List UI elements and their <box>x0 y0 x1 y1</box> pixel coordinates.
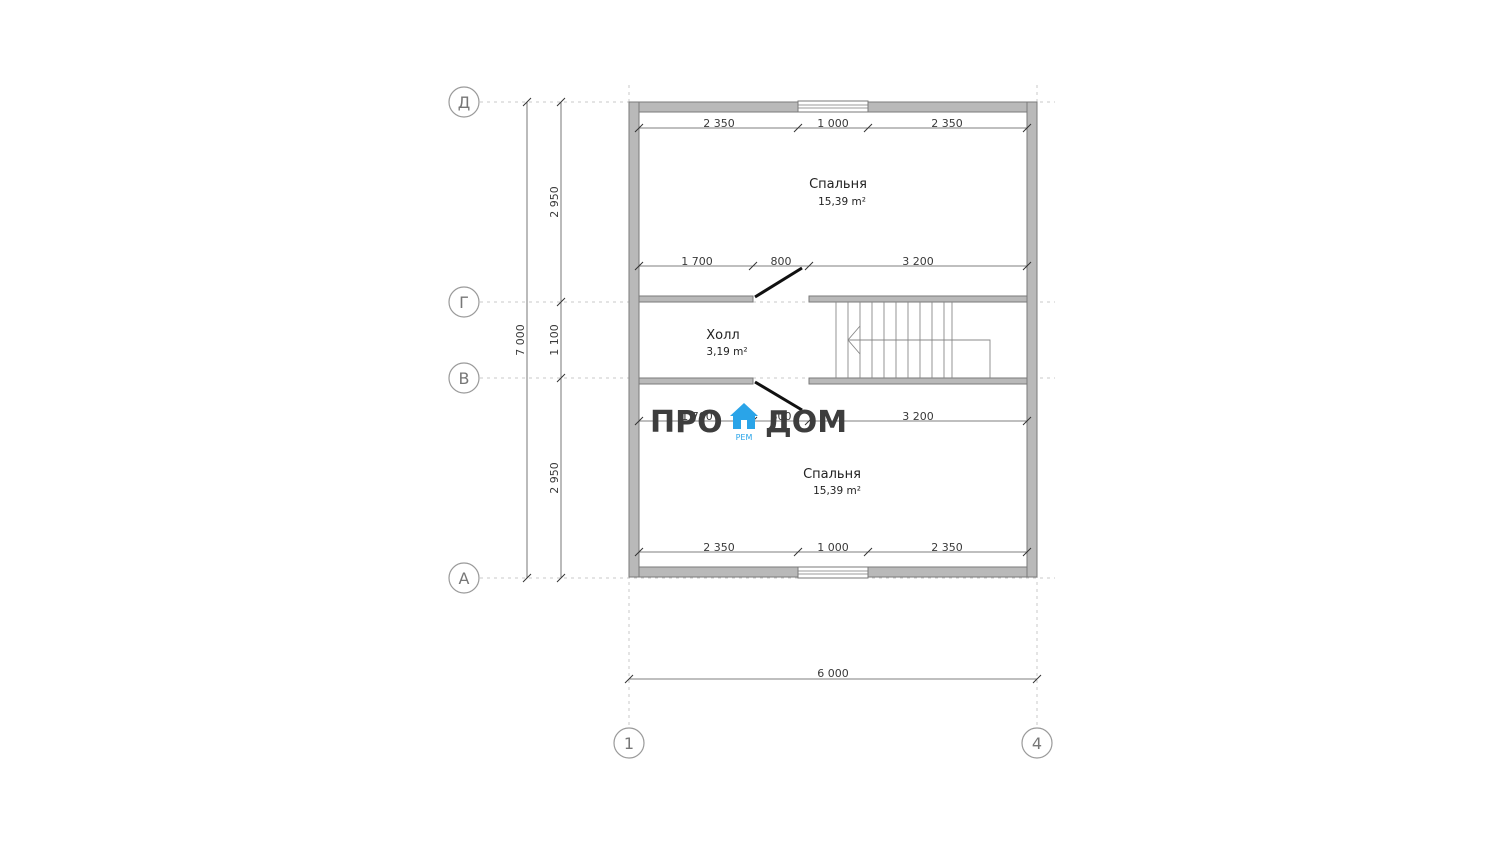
room-area-hall: 3,19 m² <box>706 346 747 358</box>
window-bottom <box>797 566 869 579</box>
room-name-bedroom-top: Спальня <box>809 177 867 192</box>
dim-bot-right: 2 350 <box>931 541 963 554</box>
dimension-labels: 2 350 1 000 2 350 1 700 800 3 200 1 700 … <box>514 117 963 680</box>
dim-total-width: 6 000 <box>817 667 849 680</box>
room-labels: Спальня 15,39 m² Холл 3,19 m² Спальня 15… <box>706 177 867 497</box>
dim-total-height: 7 000 <box>514 324 527 356</box>
dim-r1-door: 800 <box>771 255 792 268</box>
dim-seg-top: 2 950 <box>548 186 561 218</box>
staircase <box>835 302 991 378</box>
axis-markers: Д Г В А 1 4 <box>448 86 1053 759</box>
dim-bot-mid: 1 000 <box>817 541 849 554</box>
dim-bot-left: 2 350 <box>703 541 735 554</box>
axis-label-4: 4 <box>1032 734 1042 753</box>
axis-label-g: Г <box>459 293 469 312</box>
room-name-bedroom-bottom: Спальня <box>803 467 861 482</box>
axis-label-v: В <box>459 369 470 388</box>
door-top <box>754 266 803 299</box>
dim-r2-door: 800 <box>771 410 792 423</box>
logo-text-left: ПРО <box>650 405 723 440</box>
axis-label-d: Д <box>458 93 471 112</box>
house-icon <box>730 403 758 429</box>
walls <box>628 101 1038 578</box>
dim-top-right: 2 350 <box>931 117 963 130</box>
dim-r2-left: 1 700 <box>681 410 713 423</box>
dimension-lines <box>522 97 1042 684</box>
logo-sub-text: РЕМ <box>736 433 753 442</box>
axis-label-a: А <box>459 569 470 588</box>
room-area-bedroom-bottom: 15,39 m² <box>813 485 861 497</box>
dim-seg-bot: 2 950 <box>548 462 561 494</box>
window-top <box>797 100 869 113</box>
dim-seg-mid: 1 100 <box>548 324 561 356</box>
dim-top-left: 2 350 <box>703 117 735 130</box>
room-area-bedroom-top: 15,39 m² <box>818 196 866 208</box>
axis-label-1: 1 <box>624 734 634 753</box>
room-name-hall: Холл <box>706 328 739 343</box>
dim-r1-right: 3 200 <box>902 255 934 268</box>
dim-r1-left: 1 700 <box>681 255 713 268</box>
door-bottom <box>754 380 803 412</box>
dim-r2-right: 3 200 <box>902 410 934 423</box>
dim-top-mid: 1 000 <box>817 117 849 130</box>
logo-text-right: ДОМ <box>765 405 847 440</box>
logo-watermark: ПРО РЕМ ДОМ <box>650 403 847 442</box>
